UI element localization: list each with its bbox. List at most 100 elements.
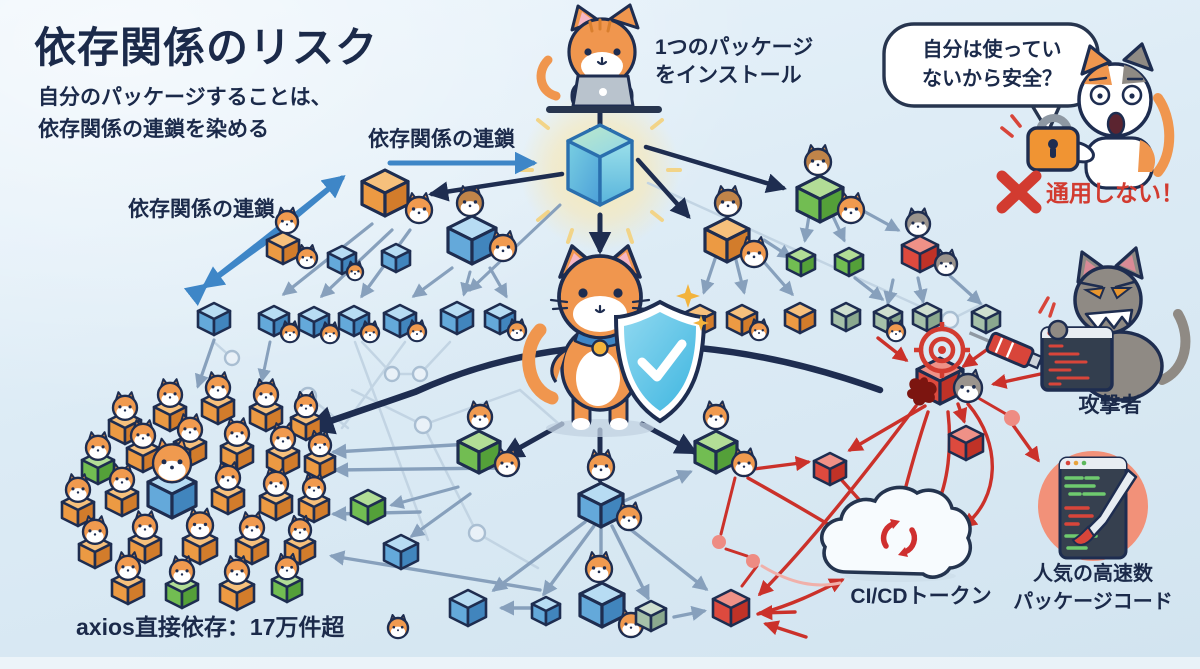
cat-face [108,463,136,493]
package-cube [795,144,866,225]
cat-face [455,185,485,218]
cat-face [488,230,518,263]
package-cube [900,207,959,277]
package-cube [196,301,232,337]
package-cube [218,555,256,612]
package-cube [693,400,758,478]
cicd-token-label: CI/CDトークン [850,585,992,608]
cat-face [214,461,242,491]
attack-nodes [712,410,1020,568]
cat-face [252,378,280,408]
bubble-line-1: 自分は使ってい [922,39,1062,61]
bubble-line-2: ないから安全？ [922,68,1062,90]
cross-icon [996,170,1042,214]
speech-bubble-text: 自分は使ってい ないから安全？ [893,36,1091,94]
paintbrush-icon [1071,468,1138,546]
package-cube [446,185,518,266]
cat-face [307,429,333,458]
cat-face [114,551,142,581]
package-cube [785,246,817,278]
install-caption: 1つのパッケージ をインストール [655,34,813,89]
page-subtitle: 自分のパッケージすることは、 依存関係の連鎖を染める [38,82,332,145]
package-cube [60,473,96,528]
attacker-cat-illustration [1038,246,1191,402]
cat-face [586,449,616,482]
chain-label-top: 依存関係の連鎖 [368,128,515,151]
package-cube [483,302,528,342]
package-cube [283,514,317,566]
cat-face [151,437,193,484]
cat-face [466,400,494,431]
cat-face [506,318,528,342]
popular-package-label: 人気の高速数 パッケージコード [1008,560,1178,616]
package-cube [248,378,284,433]
page-title: 依存関係のリスク [34,24,379,71]
cicd-cloud-icon [819,485,973,582]
dependents-crowd [60,371,410,640]
package-cube [970,303,1002,335]
package-cube [349,488,387,526]
package-cube [234,511,270,566]
cat-face [933,248,959,277]
popular-package-code-icon [1038,451,1148,561]
cat-face [739,236,769,269]
package-cube [258,467,294,522]
not-applicable-label: 通用しない！ [1046,180,1184,206]
package-cube [219,417,255,472]
package-cube [181,507,219,566]
cat-face [493,447,521,478]
install-line-1: 1つのパッケージ [655,36,814,59]
package-cube [812,451,848,487]
padlock-icon [1026,114,1080,172]
cat-face [904,207,932,238]
cat-face [156,378,184,408]
dependency-cubes [196,144,1002,639]
cat-face [274,206,300,235]
subtitle-line-1: 自分のパッケージすることは、 [38,86,332,109]
package-cube [164,555,200,610]
package-cube [265,422,301,477]
package-cube [80,431,116,486]
chain-label-left: 依存関係の連鎖 [128,198,275,221]
package-cube [711,588,751,628]
attacker-label: 攻撃者 [1078,394,1142,417]
cat-face [64,473,92,503]
popular-line-2: パッケージコード [1013,591,1173,613]
cat-face [584,551,614,584]
cat-face [301,472,327,501]
cat-face [295,244,319,270]
cat-face [269,422,297,452]
installed-package-cube [566,123,634,207]
cat-face [748,318,770,342]
cat-face [131,510,159,540]
package-cube [125,419,161,474]
package-cube [210,461,246,516]
cat-face [223,555,251,585]
cat-face [952,368,984,404]
cat-face [359,320,381,344]
cat-face [319,321,341,345]
package-cube [326,244,365,282]
popular-line-1: 人気の高速数 [1033,563,1153,585]
package-cube [830,301,862,333]
cat-face [204,371,232,401]
cat-face [386,614,410,640]
package-cube [703,185,769,269]
package-cube [382,533,420,571]
cat-face [238,511,266,541]
coder-cat-illustration [536,3,662,113]
package-cube [577,449,643,532]
package-cube [297,305,341,345]
cat-face [185,507,215,540]
cat-face [406,319,428,343]
cat-face [84,431,112,461]
axios-dependents-label: axios直接依存：17万件超 [76,614,345,640]
install-line-2: をインストール [655,63,802,87]
package-cube [725,303,770,342]
cat-face [129,419,157,449]
package-cube [833,246,865,278]
package-cube [360,168,434,225]
package-cube [104,463,140,518]
package-cube [456,400,521,478]
